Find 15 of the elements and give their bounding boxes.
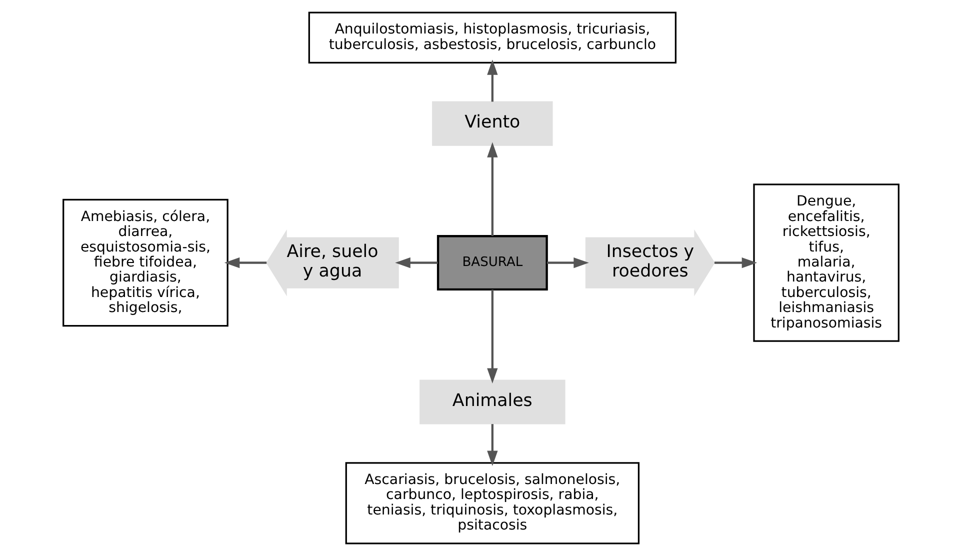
arrow [224, 257, 267, 268]
node-box: Animales [420, 380, 566, 424]
arrow [487, 60, 498, 102]
node-box: Dengue, encefalitis, rickettsiosis, tifus, malaria, hantavirus, tuberculosis, leishmaniasis tripanosomiasis [753, 184, 900, 342]
node-box: BASURAL [436, 235, 548, 290]
node-box: Viento [432, 101, 553, 146]
node-box: Ascariasis, brucelosis, salmonelosis, carbunco, leptospirosis, rabia, teniasis, triquinosis, toxoplasmosis, psitacosis [345, 462, 640, 544]
node-box: Amebiasis, cólera, diarrea, esquistosomia-sis, fiebre tifoidea, giardiasis, hepatitis vírica, shigelosis, [62, 198, 228, 327]
arrow [395, 257, 438, 268]
arrow [714, 257, 758, 268]
node-box: Anquilostomiasis, histoplasmosis, tricuriasis, tuberculosis, asbestosis, brucelosis, carbunclo [308, 12, 676, 64]
arrow [546, 257, 589, 268]
arrow [487, 142, 498, 236]
arrow [487, 290, 498, 384]
arrow [487, 424, 498, 466]
